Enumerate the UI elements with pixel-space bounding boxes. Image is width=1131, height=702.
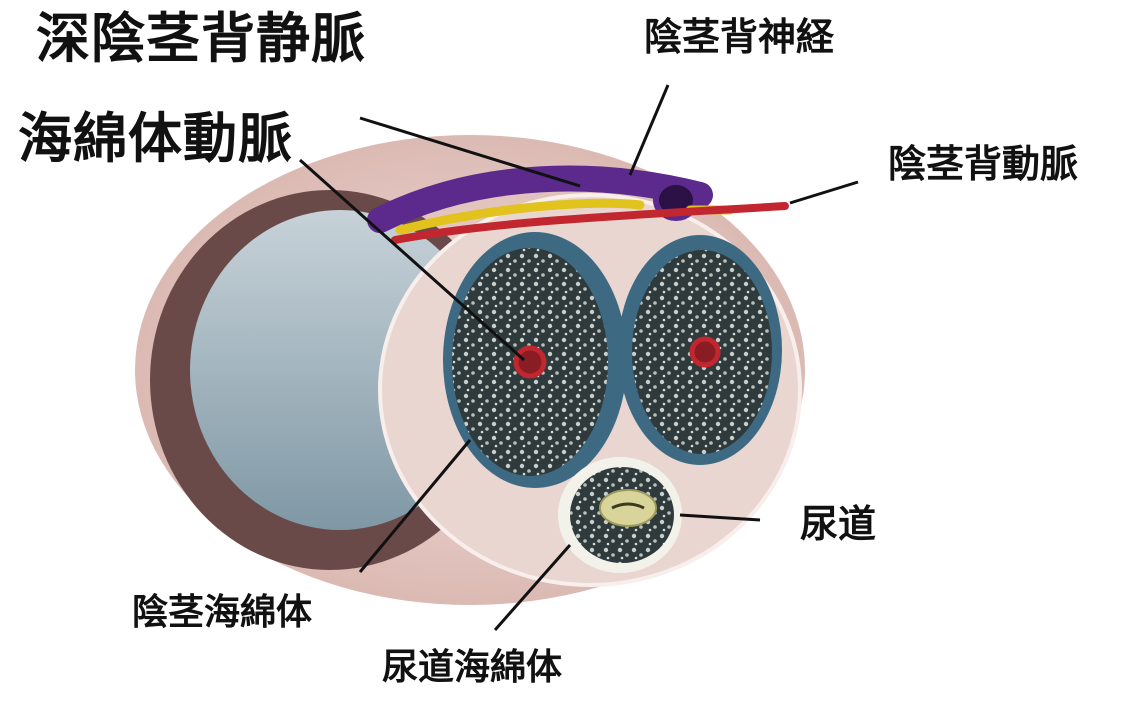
corpus-spongiosum <box>558 457 682 573</box>
label-dorsal-nerve: 陰茎背神経 <box>644 18 834 56</box>
label-dorsal-artery: 陰茎背動脈 <box>888 145 1078 183</box>
label-cavernous-artery: 海綿体動脈 <box>14 112 297 166</box>
label-deep-dorsal-vein: 深陰茎背静脈 <box>36 12 366 66</box>
leader-dorsal-nerve <box>630 85 668 175</box>
cavernous-artery-left <box>516 348 544 376</box>
leader-dorsal-artery <box>790 182 858 203</box>
cavernous-artery-right <box>692 339 718 365</box>
label-corpus-cavernosum: 陰茎海綿体 <box>132 595 312 631</box>
label-corpus-spongiosum: 尿道海綿体 <box>382 650 562 686</box>
label-urethra: 尿道 <box>800 505 876 543</box>
urethra <box>600 490 656 526</box>
